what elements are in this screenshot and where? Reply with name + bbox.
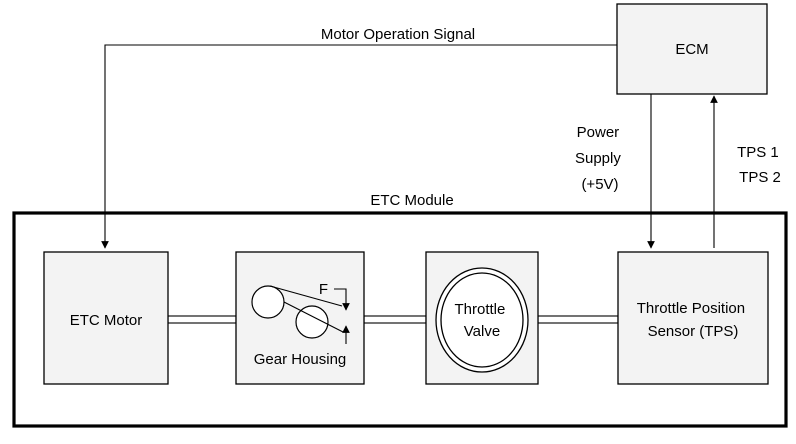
- ecm-label: ECM: [675, 41, 708, 58]
- power-supply-line-2: Supply: [575, 150, 621, 167]
- shaft-valve-tps: [537, 315, 619, 324]
- power-supply-label: Power Supply (+5V): [575, 124, 625, 193]
- shaft-motor-gear: [167, 315, 237, 324]
- gear-housing-label: Gear Housing: [254, 351, 347, 368]
- force-marker-label: F: [319, 281, 328, 298]
- tps-signal-line-1: TPS 1: [737, 144, 779, 161]
- etc-motor-label: ETC Motor: [70, 312, 143, 329]
- throttle-valve-line-2: Valve: [464, 323, 500, 340]
- etc-module-label: ETC Module: [370, 192, 453, 209]
- force-marker-icon: [334, 288, 350, 344]
- tps-signal-label: TPS 1 TPS 2: [737, 144, 783, 186]
- tps-line-1: Throttle Position: [637, 300, 745, 317]
- motor-operation-signal-line: [101, 44, 617, 249]
- tps-line-2: Sensor (TPS): [648, 323, 739, 340]
- tps-box: [617, 251, 769, 385]
- throttle-valve-label: Throttle Valve: [454, 301, 509, 340]
- etc-motor-box: [43, 251, 169, 385]
- gear-icon: [251, 285, 344, 339]
- power-supply-line-3: (+5V): [581, 176, 618, 193]
- shaft-gear-valve: [363, 315, 427, 324]
- throttle-valve-icon: [435, 267, 529, 373]
- ecm-box: [616, 3, 768, 95]
- tps-label: Throttle Position Sensor (TPS): [637, 300, 750, 340]
- power-supply-line-1: Power: [577, 124, 620, 141]
- motor-operation-signal-label: Motor Operation Signal: [321, 26, 475, 43]
- tps-signal-line-2: TPS 2: [739, 169, 781, 186]
- throttle-valve-line-1: Throttle: [454, 301, 505, 318]
